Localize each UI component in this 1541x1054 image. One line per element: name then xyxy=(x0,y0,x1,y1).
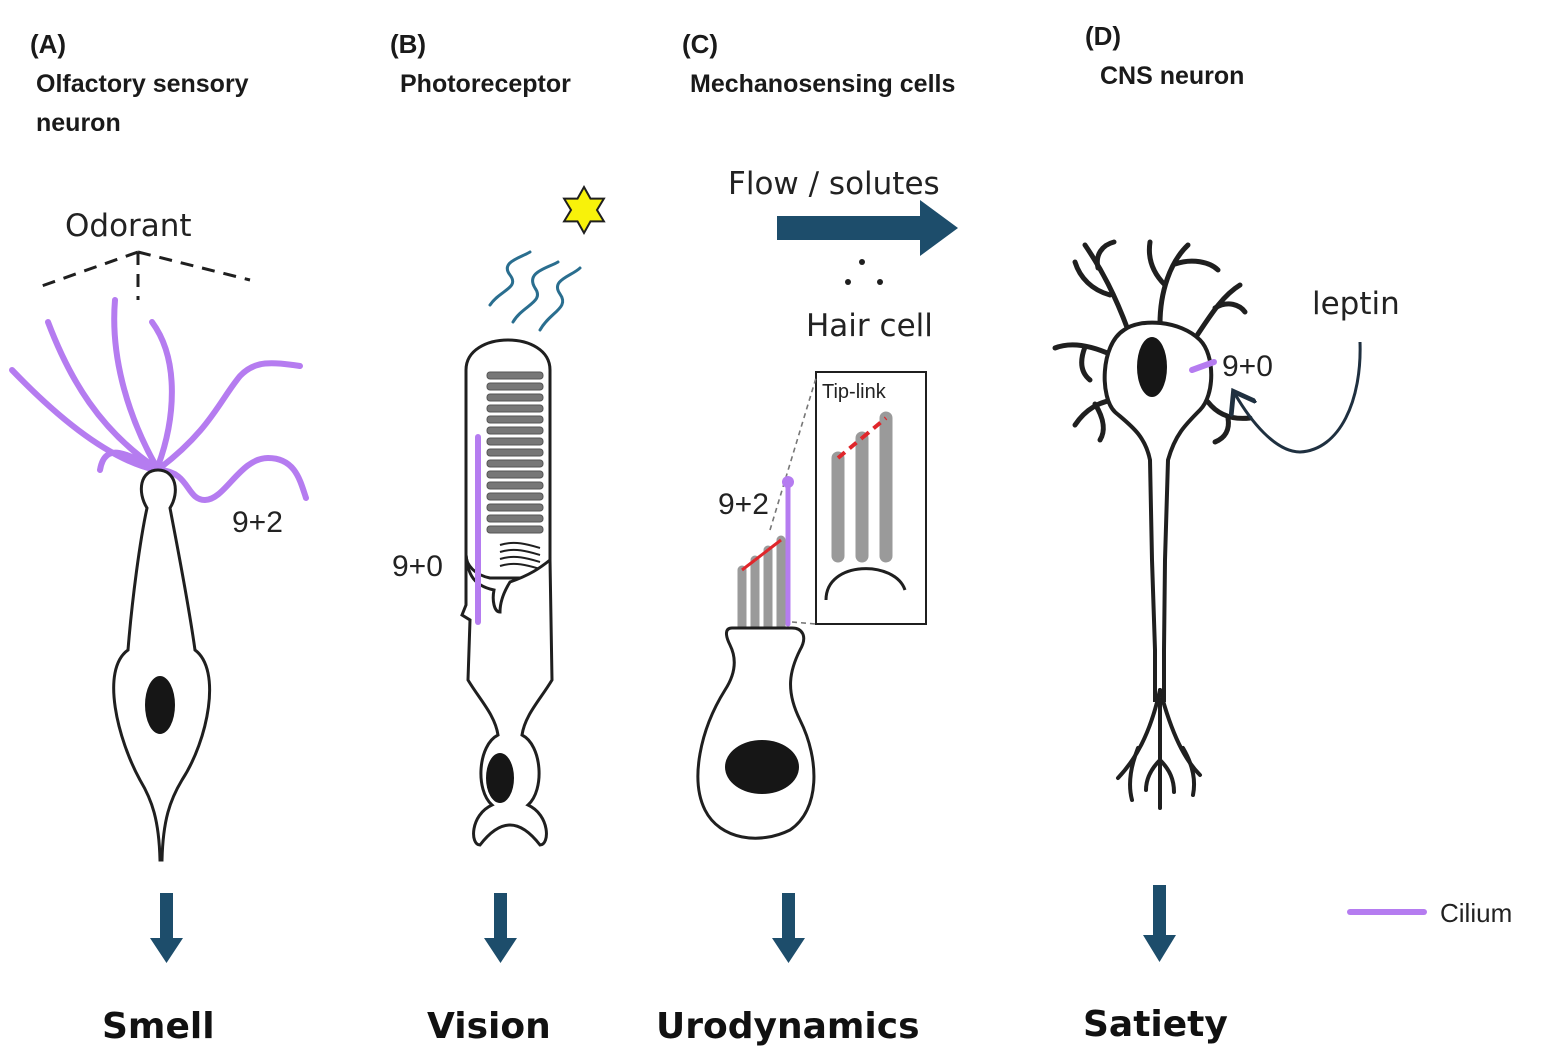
neuron-cilia-type-label: 9+0 xyxy=(1222,350,1273,383)
zoom-stereocilia xyxy=(831,411,893,563)
panel-c-title-line1: Mechanosensing cells xyxy=(690,70,955,98)
neuron-axon-terminals xyxy=(1116,688,1202,810)
hair-cell-label: Hair cell xyxy=(806,308,933,344)
hair-cell-nucleus xyxy=(725,740,799,794)
panel-a-title-line2: neuron xyxy=(36,109,121,137)
outcome-satiety: Satiety xyxy=(1083,1004,1228,1045)
olfactory-cilia xyxy=(9,297,309,504)
panel-b-letter: (B) xyxy=(390,29,426,59)
leptin-label: leptin xyxy=(1312,286,1400,322)
hair-cell-cilia-type-label: 9+2 xyxy=(718,488,769,521)
neuron-nucleus xyxy=(1137,337,1167,397)
legend-cilium-label: Cilium xyxy=(1440,898,1512,928)
down-arrow-c xyxy=(772,893,805,963)
photoreceptor-illustration: 9+0 xyxy=(392,184,606,847)
outcome-vision: Vision xyxy=(427,1006,551,1047)
olfactory-cilia-type-label: 9+2 xyxy=(232,506,283,539)
panel-a-letter: (A) xyxy=(30,29,66,59)
odorant-dashed-lines xyxy=(35,250,251,300)
down-arrows xyxy=(150,885,1176,963)
down-arrow-d xyxy=(1143,885,1176,962)
panel-a-heading: (A) Olfactory sensory neuron xyxy=(30,29,249,137)
ellipsis-dots xyxy=(845,259,883,285)
panel-c-letter: (C) xyxy=(682,29,718,59)
olfactory-neuron-illustration: Odorant 9+2 xyxy=(9,208,309,862)
panel-d-letter: (D) xyxy=(1085,21,1121,51)
neuron-dendrites xyxy=(1052,239,1253,445)
olfactory-cell-body xyxy=(112,468,212,862)
outcome-smell: Smell xyxy=(102,1006,215,1047)
panel-d-title-line1: CNS neuron xyxy=(1100,62,1244,90)
photoreceptor-disc-stack xyxy=(486,371,544,534)
panel-d-heading: (D) CNS neuron xyxy=(1085,21,1244,90)
kinocilium-tip xyxy=(782,476,794,488)
photoreceptor-inner-segment xyxy=(460,554,554,847)
hair-bundle-tip-links xyxy=(741,538,782,572)
neuron-soma xyxy=(1102,320,1214,702)
tip-link-label: Tip-link xyxy=(822,381,887,403)
panel-c-heading: (C) Mechanosensing cells xyxy=(682,29,955,98)
hair-cell-illustration: Flow / solutes Hair cell Tip-link xyxy=(696,166,958,840)
zoom-guide-lines xyxy=(769,377,817,625)
outcome-urodynamics: Urodynamics xyxy=(656,1006,920,1047)
flow-label: Flow / solutes xyxy=(728,166,940,202)
olfactory-nucleus xyxy=(145,676,175,734)
down-arrow-b xyxy=(484,893,517,963)
panel-b-title-line1: Photoreceptor xyxy=(400,70,571,98)
light-star-icon xyxy=(562,184,606,236)
zoom-tip-links xyxy=(836,416,888,460)
hair-cell-body xyxy=(696,626,816,840)
cns-neuron-illustration: 9+0 leptin xyxy=(1052,239,1400,810)
down-arrow-a xyxy=(150,893,183,963)
zoom-cell-apex xyxy=(824,567,907,601)
legend: Cilium xyxy=(1347,898,1512,928)
light-wave-icon xyxy=(488,250,582,332)
neuron-primary-cilium xyxy=(1189,359,1217,373)
photoreceptor-nucleus xyxy=(486,753,514,803)
hair-bundle-stereocilia xyxy=(737,535,786,633)
photoreceptor-cilia-type-label: 9+0 xyxy=(392,550,443,583)
panel-b-heading: (B) Photoreceptor xyxy=(390,29,571,98)
flow-arrow xyxy=(777,200,958,256)
panel-a-title-line1: Olfactory sensory xyxy=(36,70,249,98)
leptin-arrow xyxy=(1235,341,1362,454)
odorant-label: Odorant xyxy=(65,208,192,244)
